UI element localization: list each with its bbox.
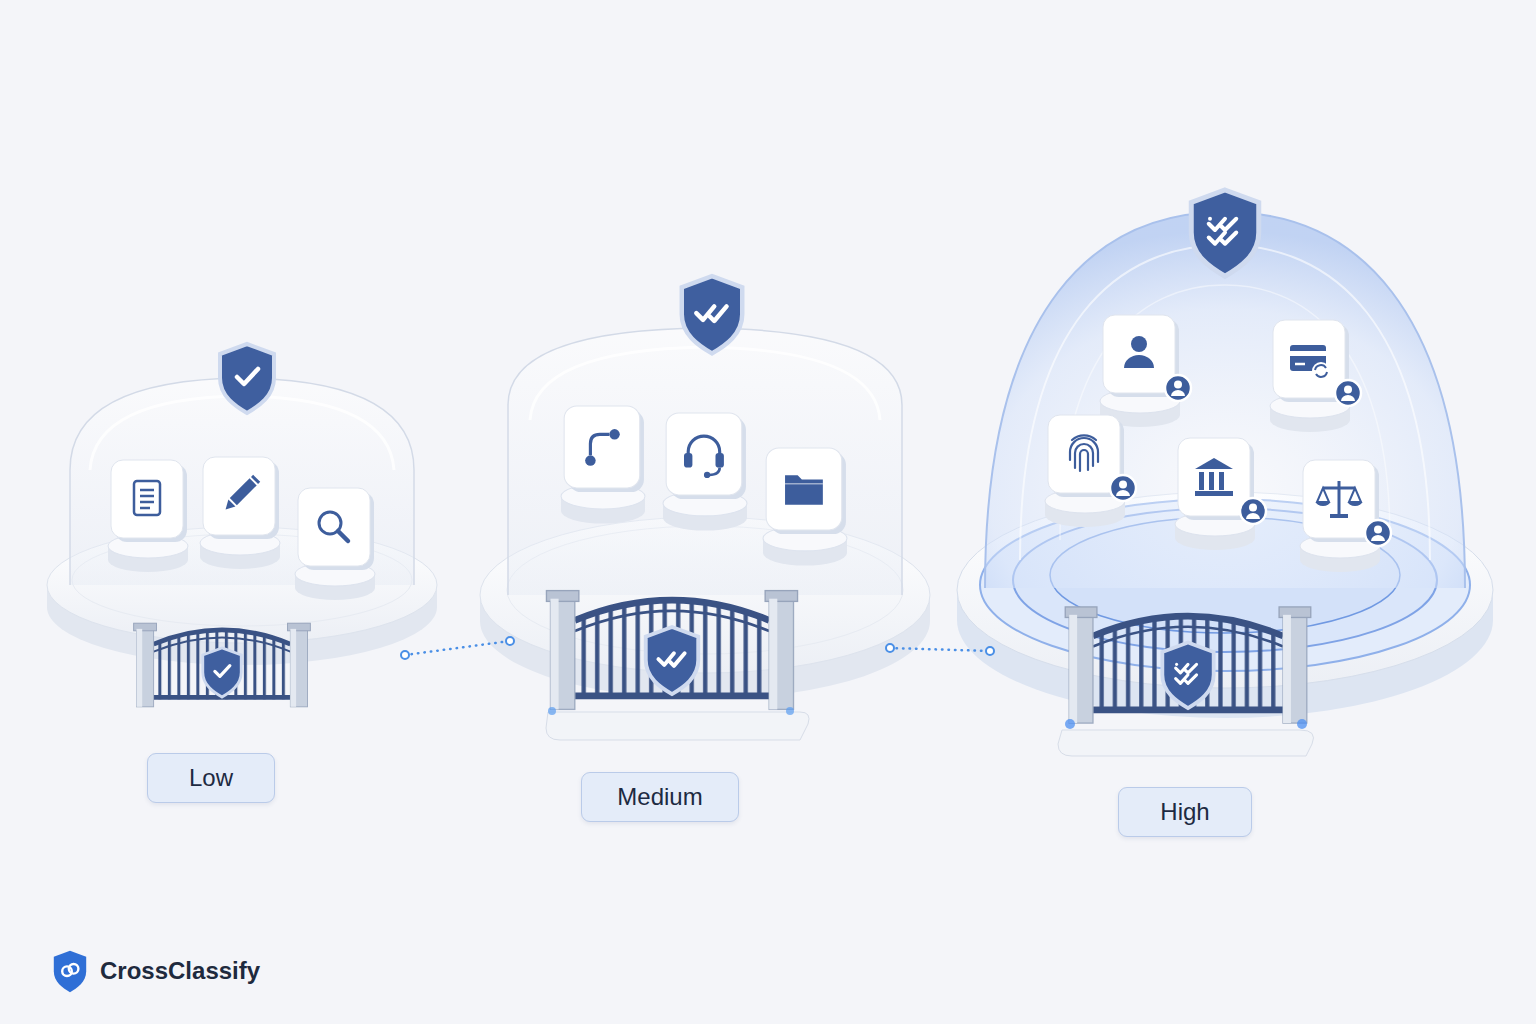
tier-label: Low <box>189 764 233 792</box>
tier-platform: Medium <box>510 260 890 840</box>
connector-end-dot <box>986 647 994 655</box>
tier-platform: High <box>990 170 1490 860</box>
high-platform <box>957 190 1493 756</box>
brand-name: CrossClassify <box>100 957 260 985</box>
tier-label: High <box>1160 798 1209 826</box>
brand-logo-icon <box>54 951 86 992</box>
tier-label-pill: Low <box>147 753 275 803</box>
medium-platform <box>480 276 930 740</box>
connector-end-dot <box>886 644 894 652</box>
connector-end-dot <box>401 651 409 659</box>
dotted-connector <box>405 641 510 655</box>
tier-label: Medium <box>617 783 702 811</box>
dotted-connector <box>890 648 990 651</box>
tier-platform: Low <box>48 330 405 820</box>
connector-end-dot <box>506 637 514 645</box>
tier-label-pill: High <box>1118 787 1252 837</box>
low-platform <box>47 344 437 707</box>
tier-label-pill: Medium <box>581 772 739 822</box>
